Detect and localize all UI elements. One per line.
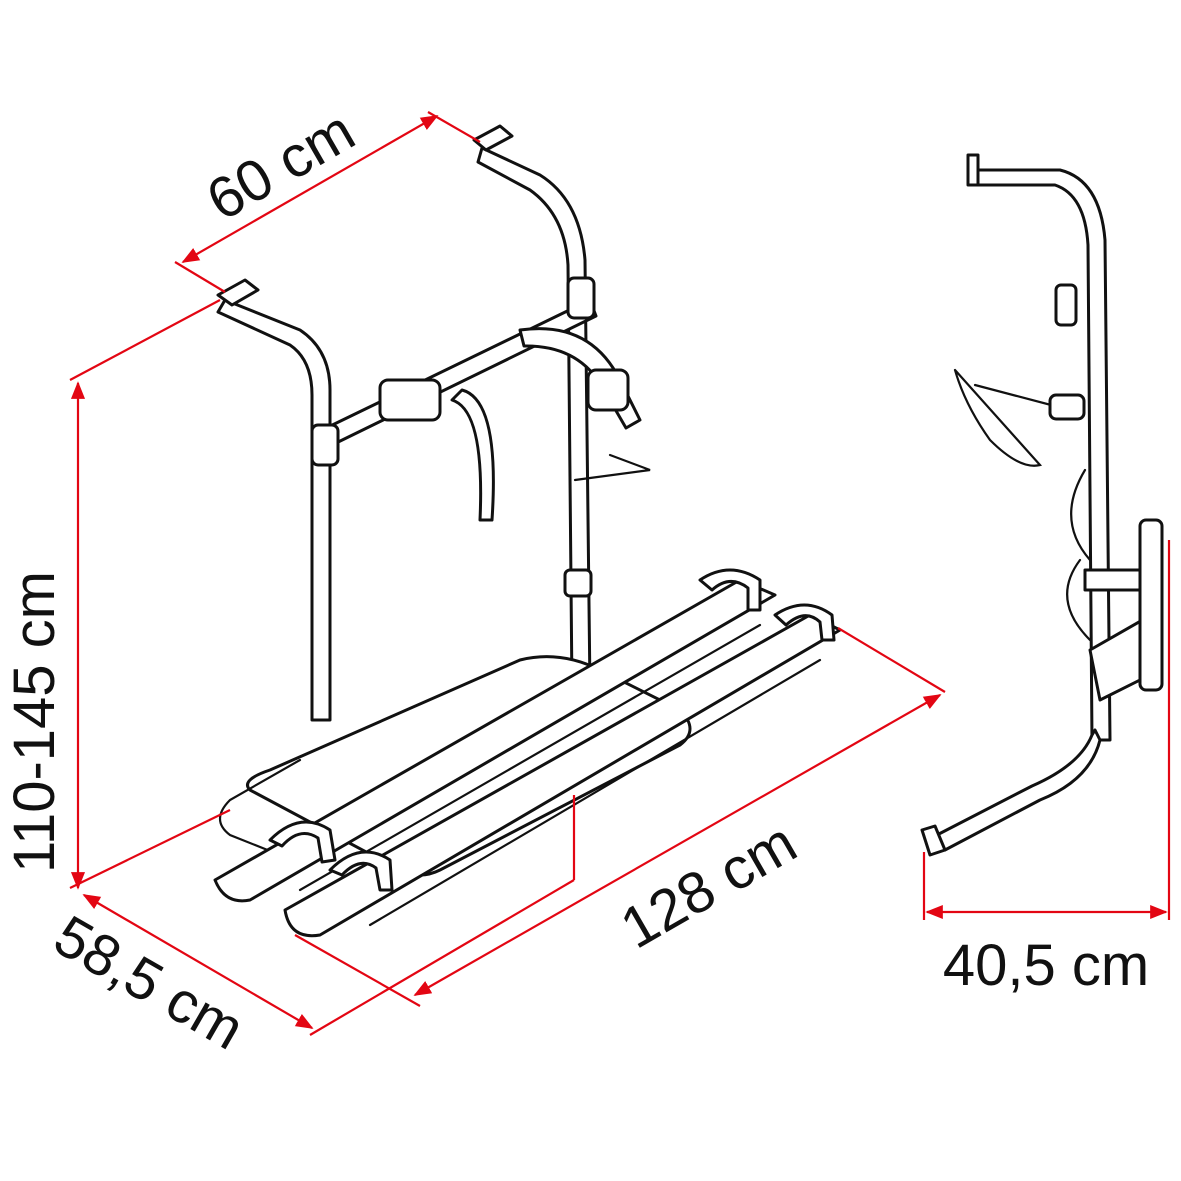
dim-side-depth: 40,5 cm xyxy=(922,540,1171,998)
dim-width-60: 60 cm xyxy=(174,98,481,293)
dim-label-depth: 58,5 cm xyxy=(44,903,255,1062)
dim-label-height: 110-145 cm xyxy=(2,571,67,873)
carrier-side-view xyxy=(920,153,1164,857)
dim-label-length: 128 cm xyxy=(610,810,807,961)
dim-height: 110-145 cm xyxy=(2,299,231,890)
dim-label-width: 60 cm xyxy=(196,98,365,233)
carrier-iso-view xyxy=(213,124,842,938)
dim-label-side: 40,5 cm xyxy=(943,933,1149,998)
